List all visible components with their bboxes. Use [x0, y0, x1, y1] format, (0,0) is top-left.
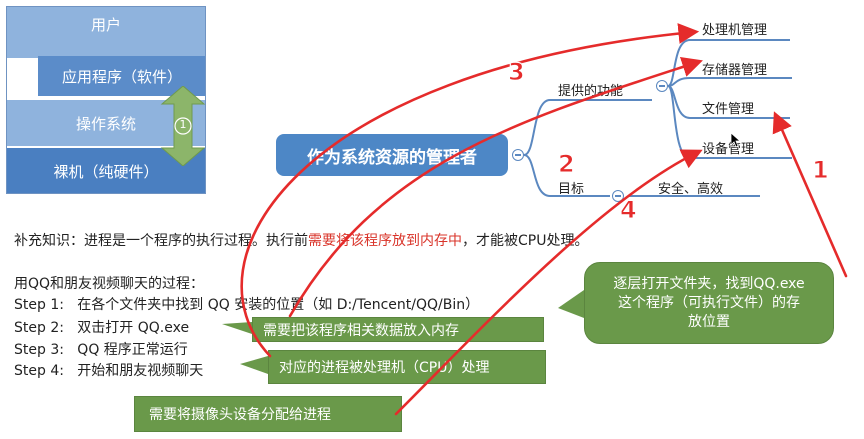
function-cpu-management: 处理机管理 [702, 23, 768, 38]
branch-functions: 提供的功能 [558, 84, 624, 99]
central-node: 作为系统资源的管理者 [276, 134, 508, 176]
double-arrow-icon [160, 86, 206, 166]
arrow-2 [288, 56, 703, 318]
layer-app-label: 应用程序（软件） [61, 67, 182, 86]
callout-file-location: 逐层打开文件夹，找到QQ.exe 这个程序（可执行文件）的存 放位置 [584, 262, 834, 344]
function-file-management: 文件管理 [702, 102, 755, 117]
process-title: 用QQ和朋友视频聊天的过程： [14, 276, 205, 292]
supplement-prefix: 补充知识：进程是一个程序的执行过程。执行前 [14, 233, 308, 249]
callout-store-memory: 需要把该程序相关数据放入内存 [252, 317, 544, 342]
step-3: Step 3: QQ 程序正常运行 [14, 342, 188, 358]
arrow-1 [772, 111, 848, 278]
function-memory-management: 存储器管理 [702, 63, 768, 78]
collapse-icon[interactable] [512, 149, 524, 161]
callout-file-line-3: 放位置 [688, 313, 730, 330]
callout-file-line-2: 这个程序（可执行文件）的存 [618, 294, 800, 311]
function-device-management: 设备管理 [702, 142, 755, 157]
step-1: Step 1: 在各个文件夹中找到 QQ 安装的位置（如 D:/Tencent/… [14, 297, 480, 313]
layer-app: 应用程序（软件） [38, 56, 206, 96]
arrow-4 [394, 149, 703, 416]
layer-user-label: 用户 [90, 16, 121, 34]
collapse-icon[interactable] [656, 80, 668, 92]
branch-goal: 目标 [558, 182, 585, 197]
supplement-text: 补充知识：进程是一个程序的执行过程。执行前需要将该程序放到内存中，才能被CPU处… [14, 230, 588, 250]
badge-3: 3 [508, 58, 526, 87]
arrow-3 [240, 23, 700, 358]
badge-1: 1 [812, 156, 830, 185]
step-2: Step 2: 双击打开 QQ.exe [14, 320, 190, 336]
callout-file-line-1: 逐层打开文件夹，找到QQ.exe [613, 275, 805, 292]
badge-2: 2 [558, 150, 576, 179]
supplement-suffix: ，才能被CPU处理。 [462, 233, 589, 249]
callout-camera-text: 需要将摄像头设备分配给进程 [149, 407, 331, 423]
goal-value: 安全、高效 [658, 182, 724, 197]
os-marker-label: 1 [179, 118, 187, 131]
callout-camera-device: 需要将摄像头设备分配给进程 [134, 396, 402, 432]
layer-user: 用户 [6, 6, 206, 58]
layer-hardware-label: 裸机（纯硬件） [53, 162, 159, 181]
callout-store-text: 需要把该程序相关数据放入内存 [263, 322, 459, 339]
central-node-label: 作为系统资源的管理者 [307, 147, 477, 168]
layer-os: 操作系统 [6, 100, 206, 146]
step-4: Step 4: 开始和朋友视频聊天 [14, 363, 204, 379]
badge-4: 4 [620, 196, 638, 225]
cursor-icon [730, 132, 742, 148]
layer-os-label: 操作系统 [75, 114, 136, 133]
collapse-icon[interactable] [612, 190, 624, 202]
